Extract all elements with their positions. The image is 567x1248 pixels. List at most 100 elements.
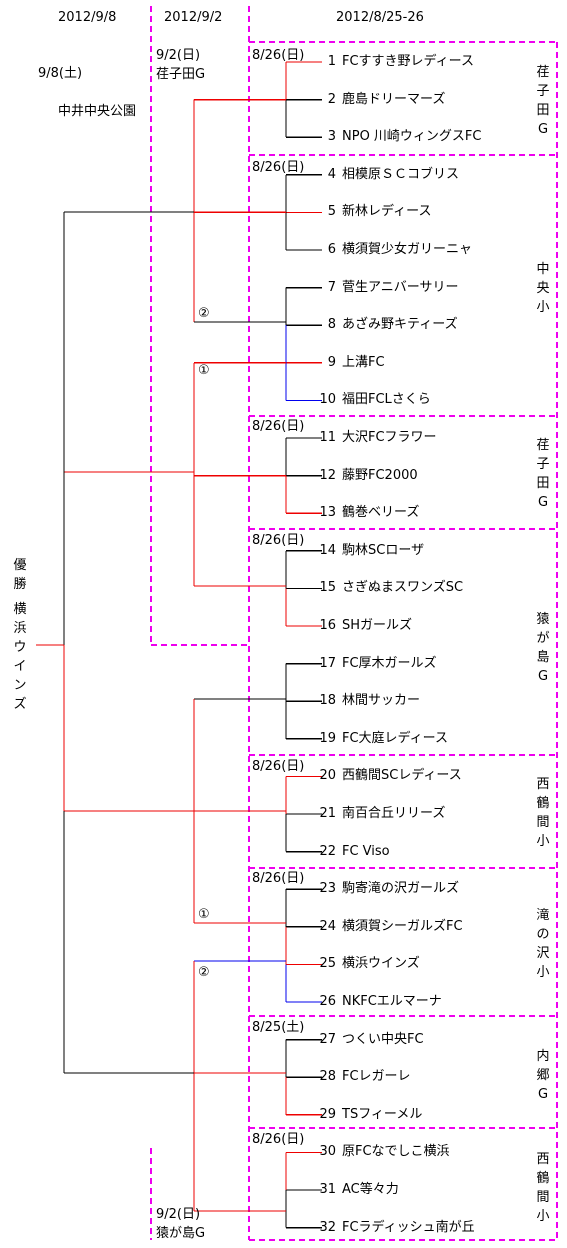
group-venue: 猿が島G	[536, 612, 550, 684]
team-number: 6	[327, 242, 336, 257]
semi-top-venue: 荏子田G	[156, 67, 206, 82]
team-number: 22	[319, 843, 336, 859]
team-entry: 10 福田FCLさくら	[310, 392, 431, 408]
team-name: FCすすき野レディース	[342, 54, 474, 69]
team-entry: 31 AC等々力	[310, 1182, 399, 1197]
team-entry: 23 駒寄滝の沢ガールズ	[310, 881, 459, 896]
group-venue: 西鶴間小	[536, 777, 550, 849]
team-name: 大沢FCフラワー	[342, 430, 437, 445]
team-entry: 20 西鶴間SCレディース	[310, 768, 462, 784]
team-name: あざみ野キティーズ	[342, 317, 458, 333]
team-entry: 1 FCすすき野レディース	[310, 54, 474, 69]
team-number: 9	[327, 354, 336, 370]
team-entry: 25 横浜ウインズ	[310, 956, 420, 972]
team-number: 1	[327, 54, 336, 69]
team-name: 鶴巻ベリーズ	[342, 505, 420, 521]
group-date: 8/26(日)	[252, 160, 305, 175]
team-entry: 8 あざみ野キティーズ	[310, 317, 458, 332]
group-date: 8/26(日)	[252, 1132, 305, 1147]
team-entry: 15 さぎぬまスワンズSC	[310, 580, 463, 595]
team-name: 新林レディース	[342, 204, 432, 220]
team-number: 8	[327, 317, 336, 333]
mark-two-top: ②	[198, 306, 210, 321]
team-entry: 5 新林レディース	[310, 204, 432, 220]
team-name: 横浜ウインズ	[342, 956, 420, 972]
team-number: 4	[327, 166, 336, 182]
team-entry: 13 鶴巻ベリーズ	[310, 505, 419, 520]
team-entry: 11 大沢FCフラワー	[310, 430, 437, 445]
semi-top-date: 9/2(日)	[156, 48, 201, 63]
team-number: 17	[319, 655, 336, 671]
team-entry: 7 菅生アニバーサリー	[310, 279, 459, 295]
column-header-early: 2012/8/25-26	[336, 10, 424, 25]
team-number: 20	[319, 768, 336, 784]
team-entry: 29 TSフィーメル	[310, 1107, 422, 1122]
team-number: 30	[319, 1144, 336, 1160]
group-date: 8/26(日)	[252, 419, 305, 434]
team-name: 駒寄滝の沢ガールズ	[342, 881, 460, 897]
column-header-final: 2012/9/8	[58, 10, 117, 25]
team-name: AC等々力	[342, 1182, 399, 1197]
team-number: 15	[319, 580, 336, 596]
team-number: 24	[319, 918, 336, 934]
team-number: 7	[327, 279, 336, 295]
team-number: 12	[319, 467, 336, 483]
group-date: 8/25(土)	[252, 1020, 305, 1035]
team-number: 32	[319, 1219, 336, 1235]
team-number: 14	[319, 542, 336, 558]
team-name: NKFCエルマーナ	[342, 994, 442, 1009]
team-number: 16	[319, 618, 336, 633]
team-name: TSフィーメル	[342, 1106, 423, 1122]
team-name: SHガールズ	[342, 618, 413, 633]
team-number: 18	[319, 693, 336, 709]
team-number: 27	[319, 1031, 336, 1047]
group-date: 8/26(日)	[252, 759, 305, 774]
team-number: 11	[319, 430, 336, 445]
team-number: 31	[319, 1182, 336, 1197]
team-number: 5	[327, 204, 336, 220]
group-venue: 内郷G	[536, 1049, 550, 1102]
team-number: 13	[319, 505, 336, 521]
team-name: 上溝FC	[342, 354, 385, 370]
mark-one-top: ①	[198, 363, 210, 378]
team-name: 相模原ＳＣコブリス	[342, 166, 460, 182]
team-name: 駒林SCローザ	[342, 542, 425, 558]
final-date: 9/8(土)	[38, 66, 83, 81]
team-name: NPO 川崎ウィングスFC	[342, 129, 482, 145]
group-venue: 中央小	[536, 262, 550, 315]
team-entry: 16 SHガールズ	[310, 618, 412, 633]
team-name: 林間サッカー	[342, 693, 421, 709]
team-number: 28	[319, 1069, 336, 1085]
team-entry: 14 駒林SCローザ	[310, 543, 424, 558]
champion-label: 優勝	[13, 558, 27, 592]
team-number: 2	[327, 91, 336, 107]
mark-one-bottom: ①	[198, 907, 210, 922]
team-name: 鹿島ドリーマーズ	[342, 91, 446, 107]
team-number: 25	[319, 956, 336, 972]
team-number: 29	[319, 1106, 336, 1122]
team-entry: 9 上溝FC	[310, 355, 385, 370]
team-name: 西鶴間SCレディース	[342, 768, 462, 784]
team-name: 菅生アニバーサリー	[342, 279, 459, 295]
team-entry: 4 相模原ＳＣコブリス	[310, 167, 459, 182]
team-name: さぎぬまスワンズSC	[342, 580, 464, 596]
team-number: 23	[319, 881, 336, 897]
mark-two-bottom: ②	[198, 965, 210, 980]
final-venue: 中井中央公園	[58, 104, 137, 119]
semi-bottom-date: 9/2(日)	[156, 1207, 201, 1222]
team-number: 10	[319, 392, 336, 408]
team-name: 福田FCLさくら	[342, 392, 431, 408]
